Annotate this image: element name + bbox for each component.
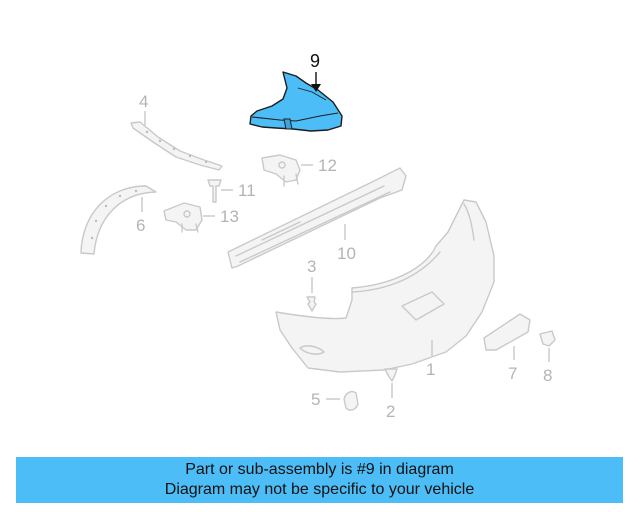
callout-7: 7 — [508, 346, 517, 383]
part-2-clip — [384, 368, 398, 382]
part-7-bracket — [483, 313, 531, 351]
callout-1: 1 — [426, 340, 435, 379]
callout-2-label: 2 — [386, 402, 395, 421]
callout-8-label: 8 — [543, 366, 552, 385]
callout-5-label: 5 — [311, 390, 320, 409]
callout-10: 10 — [337, 224, 356, 263]
callout-3-label: 3 — [307, 257, 316, 276]
part-13-bracket — [163, 202, 203, 233]
callout-10-label: 10 — [337, 244, 356, 263]
callout-3: 3 — [307, 257, 316, 293]
callout-1-label: 1 — [426, 360, 435, 379]
part-3-clip — [306, 296, 317, 312]
callout-5: 5 — [311, 390, 340, 409]
part-8-screw — [539, 330, 556, 347]
callout-2: 2 — [386, 383, 395, 421]
callout-11: 11 — [221, 181, 256, 200]
callout-12-label: 12 — [318, 156, 337, 175]
part-5-reflector — [343, 390, 359, 411]
part-6-wheel-flare — [80, 185, 157, 255]
callout-6: 6 — [136, 197, 145, 235]
banner-line-2: Diagram may not be specific to your vehi… — [164, 481, 475, 498]
callout-9-label: 9 — [310, 51, 320, 71]
part-11-clip — [207, 179, 222, 203]
banner-line-1: Part or sub-assembly is #9 in diagram — [185, 461, 454, 478]
callout-12: 12 — [301, 156, 337, 175]
part-1-bumper-cover — [275, 199, 495, 373]
info-banner: Part or sub-assembly is #9 in diagram Di… — [16, 457, 623, 503]
callout-13-label: 13 — [220, 207, 239, 226]
part-4-molding — [130, 121, 223, 171]
callout-13: 13 — [203, 207, 239, 226]
callout-6-label: 6 — [136, 216, 145, 235]
part-10-impact-bar — [227, 167, 407, 269]
part-12-bracket — [261, 154, 301, 187]
callout-7-label: 7 — [508, 364, 517, 383]
callout-4-label: 4 — [139, 92, 148, 111]
part-9-highlighted[interactable] — [249, 71, 343, 132]
callout-4: 4 — [139, 92, 148, 125]
callout-11-label: 11 — [238, 181, 256, 200]
callout-9: 9 — [310, 51, 321, 92]
parts-diagram: 9 4 12 11 6 — [80, 51, 556, 421]
callout-8: 8 — [543, 348, 552, 385]
